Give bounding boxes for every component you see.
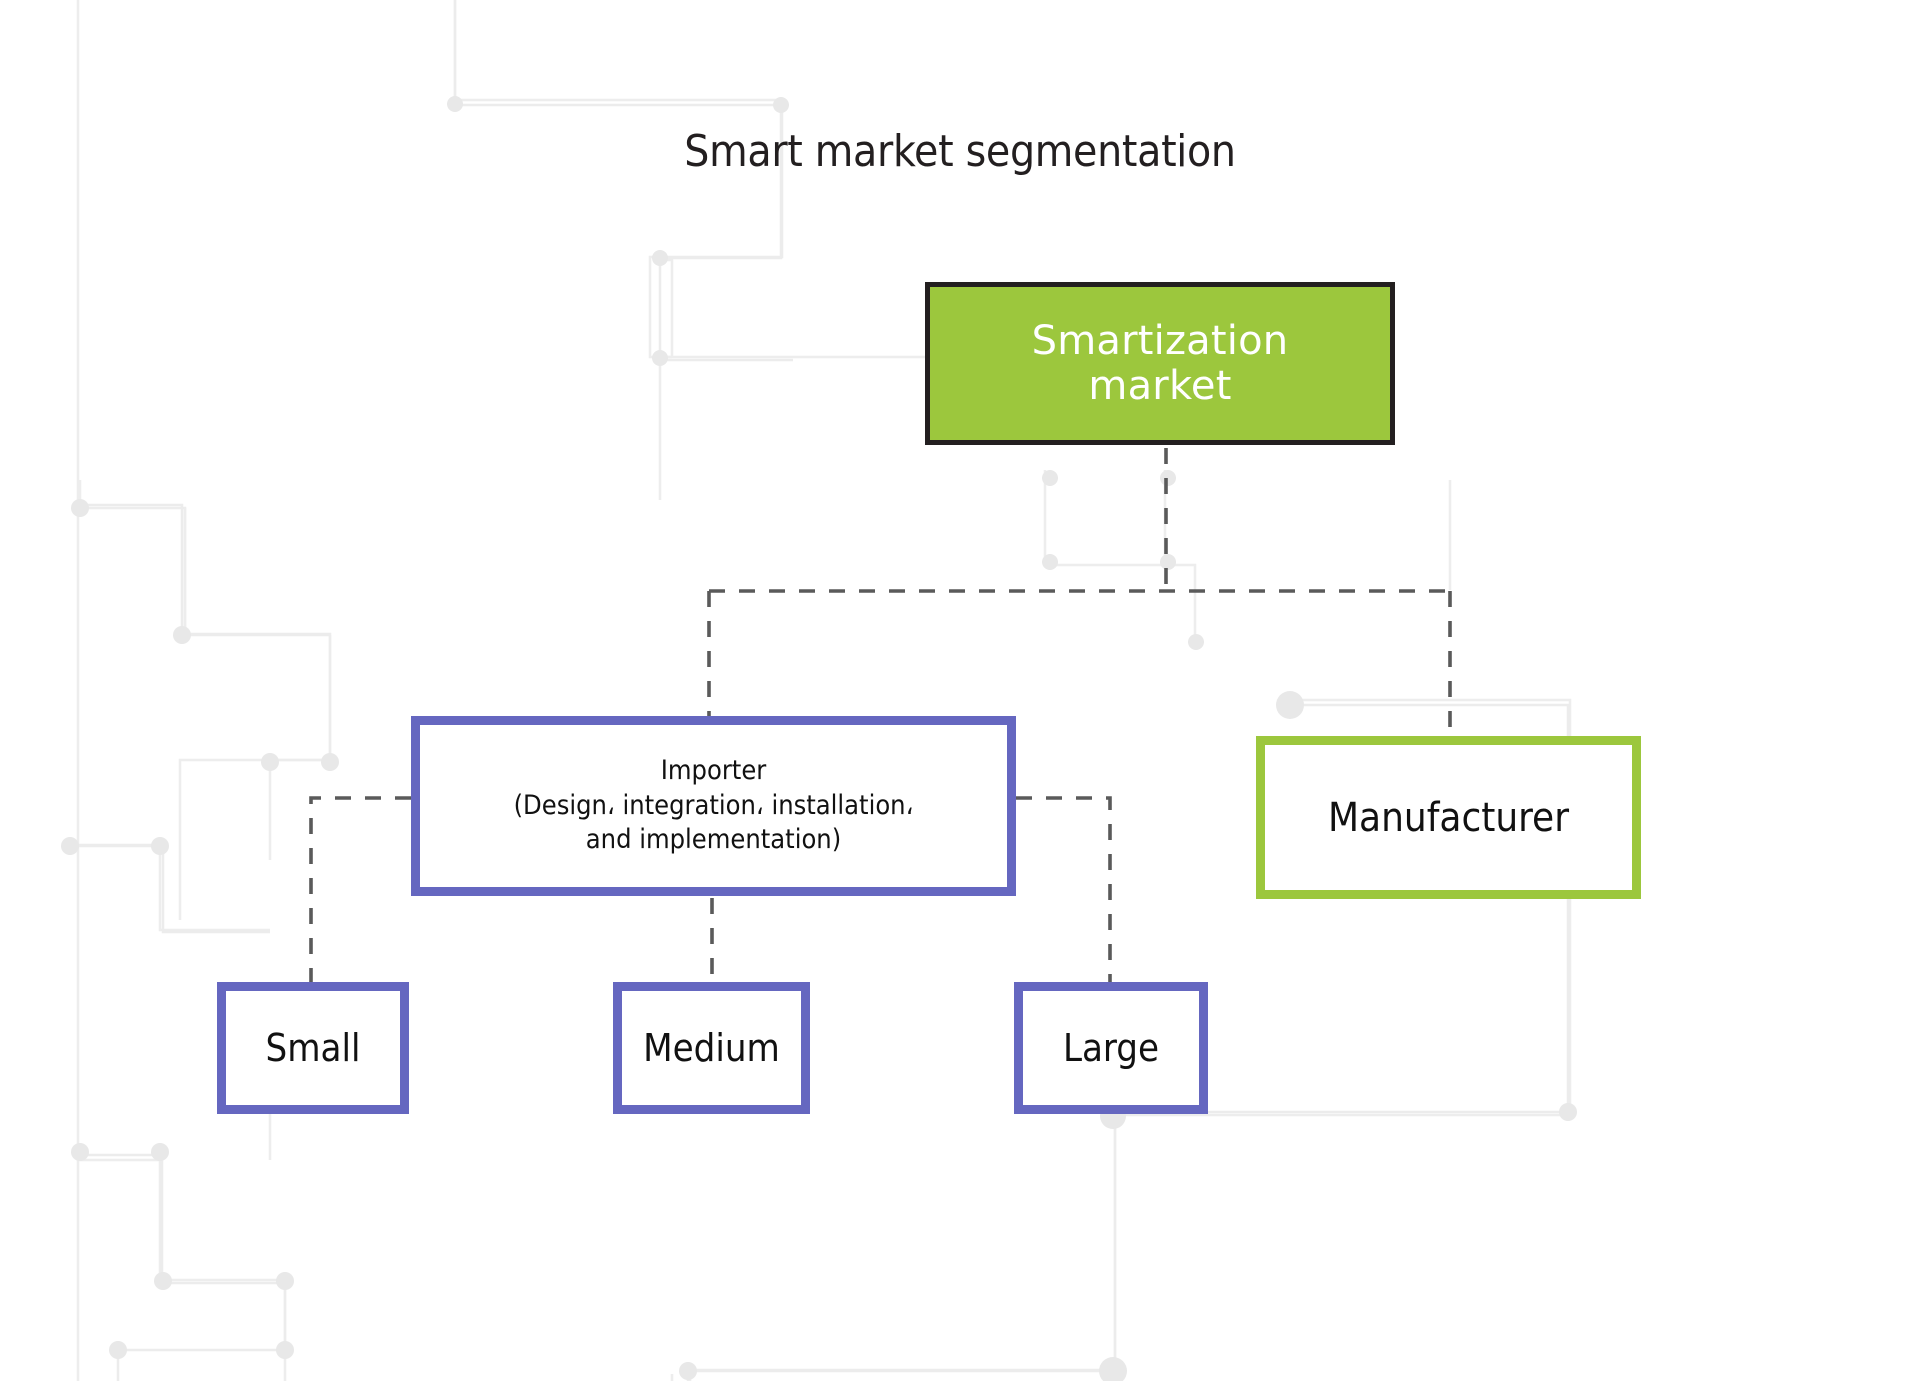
edge-importer-small xyxy=(309,796,411,982)
page-title: Smart market segmentation xyxy=(684,126,1236,177)
node-label-line1: Smartization xyxy=(1031,317,1289,364)
edge-importer-large xyxy=(1016,796,1112,982)
node-importer-subtitle-line2: and implementation) xyxy=(585,824,842,856)
node-medium-label: Medium xyxy=(643,1026,780,1070)
node-large[interactable]: Large xyxy=(1014,982,1208,1114)
node-large-label: Large xyxy=(1062,1026,1160,1070)
node-label-line2: market xyxy=(1088,362,1232,409)
node-small[interactable]: Small xyxy=(217,982,409,1114)
node-manufacturer[interactable]: Manufacturer xyxy=(1256,736,1641,899)
node-smartization-market[interactable]: Smartization market xyxy=(925,282,1395,445)
node-importer[interactable]: Importer (Design، integration، installat… xyxy=(411,716,1016,896)
node-manufacturer-label: Manufacturer xyxy=(1328,794,1569,841)
node-small-label: Small xyxy=(265,1026,361,1070)
node-importer-title: Importer xyxy=(660,755,767,787)
node-importer-subtitle-line1: (Design، integration، installation، xyxy=(513,789,914,821)
node-medium[interactable]: Medium xyxy=(613,982,810,1114)
